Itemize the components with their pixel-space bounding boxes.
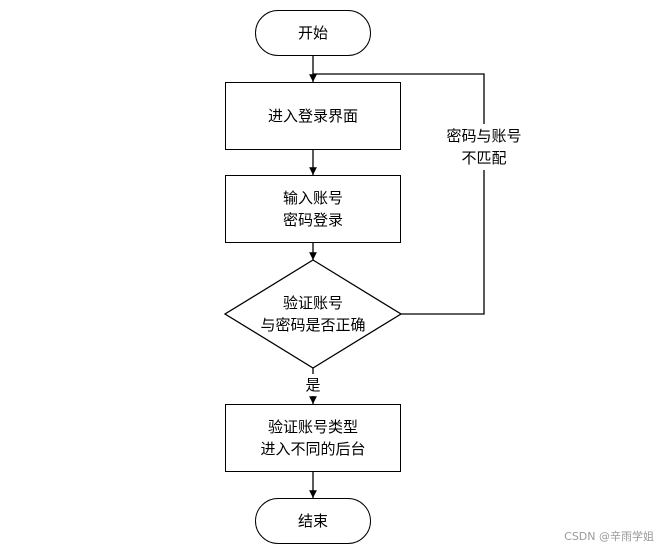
mismatch-edge-label: 密码与账号 不匹配 xyxy=(430,124,538,170)
end-node: 结束 xyxy=(255,498,371,544)
input-credentials-node: 输入账号 密码登录 xyxy=(225,175,401,243)
route-line-1: 验证账号类型 xyxy=(267,418,358,436)
input-line-1: 输入账号 xyxy=(282,189,343,207)
yes-edge-label: 是 xyxy=(298,374,328,396)
verify-line-2: 与密码是否正确 xyxy=(260,316,366,334)
watermark: CSDN @辛雨学姐 xyxy=(564,530,654,543)
start-node: 开始 xyxy=(255,10,371,56)
yes-label: 是 xyxy=(305,376,321,394)
end-label: 结束 xyxy=(297,512,328,530)
input-line-2: 密码登录 xyxy=(282,211,343,229)
verify-line-1: 验证账号 xyxy=(282,294,343,312)
mismatch-line-2: 不匹配 xyxy=(461,149,507,167)
route-line-2: 进入不同的后台 xyxy=(260,440,366,458)
login-page-label: 进入登录界面 xyxy=(267,107,358,125)
route-backend-node: 验证账号类型 进入不同的后台 xyxy=(225,404,401,472)
decision-diamond-shape xyxy=(223,259,403,369)
login-page-node: 进入登录界面 xyxy=(225,82,401,150)
mismatch-line-1: 密码与账号 xyxy=(446,127,522,145)
start-label: 开始 xyxy=(297,24,328,42)
verify-decision-node: 验证账号 与密码是否正确 xyxy=(225,260,401,368)
edge-mismatch-loop xyxy=(313,73,485,315)
